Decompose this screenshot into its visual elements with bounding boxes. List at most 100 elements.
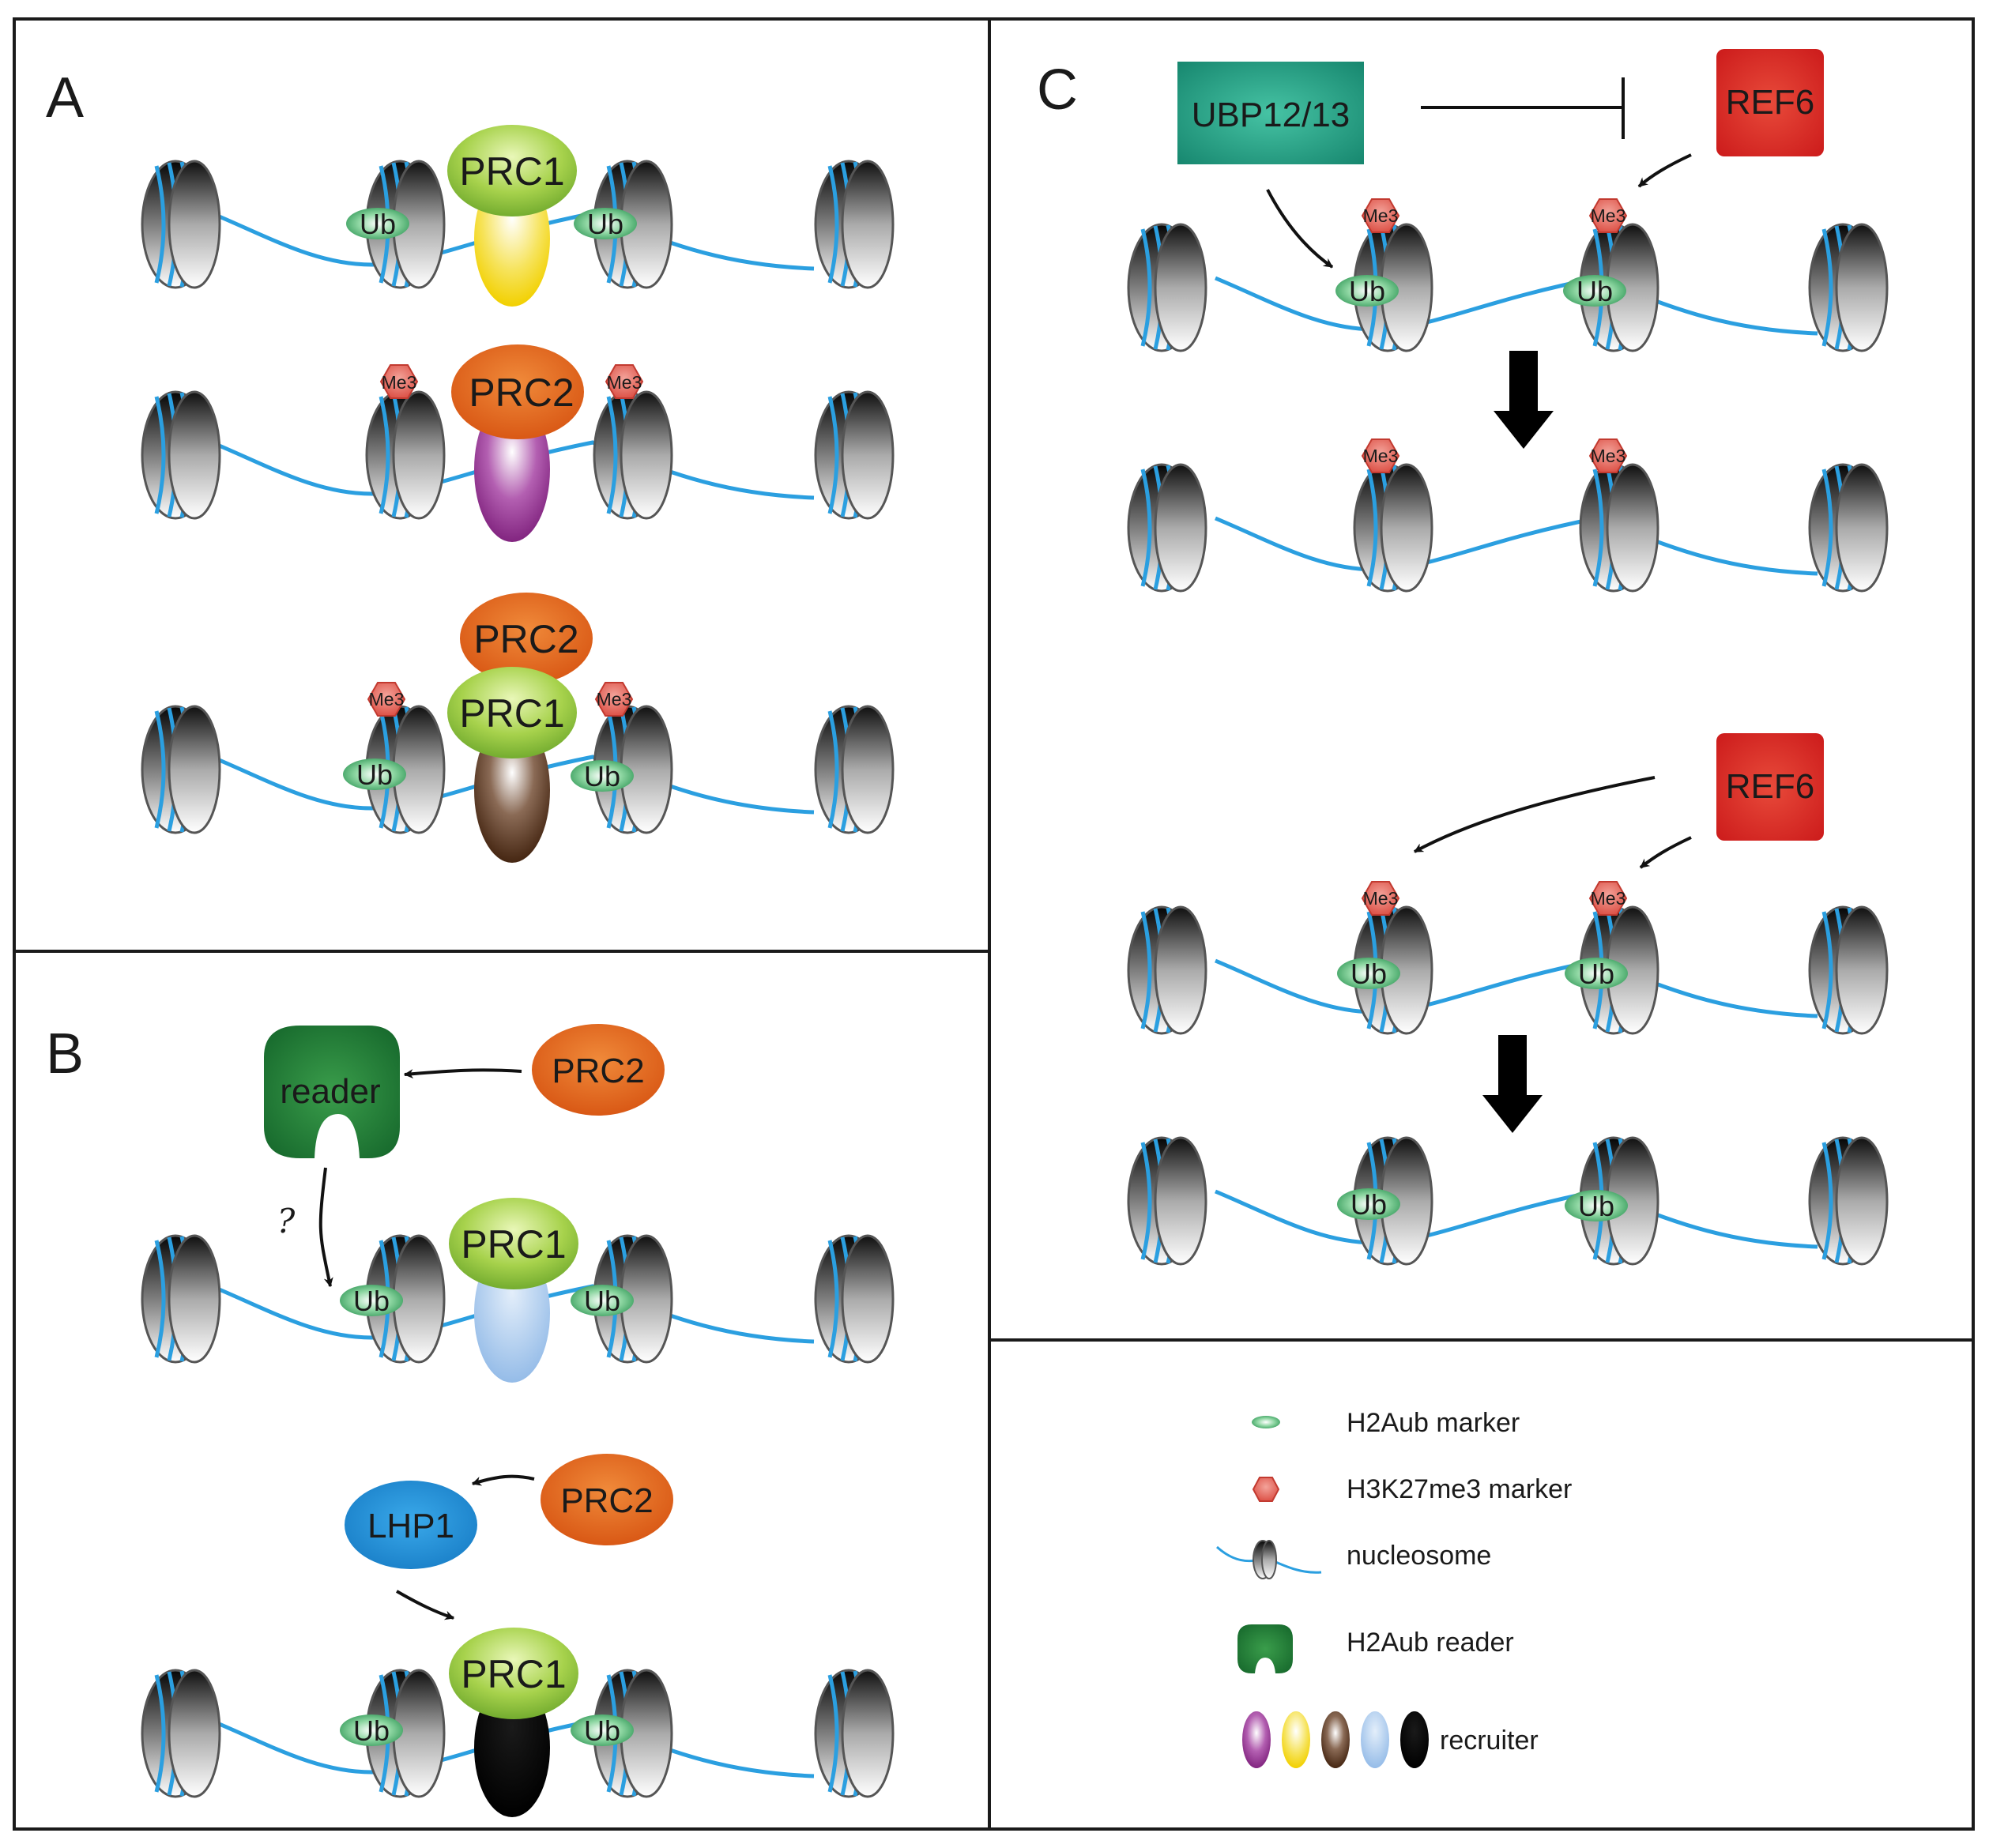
panel-c-middle: REF6	[1413, 733, 1824, 869]
panel-label-c: C	[1037, 58, 1078, 122]
panel-a-row3: PRC2 PRC1 Me3 Me3 Ub Ub	[142, 593, 893, 863]
arrow-ubp-to-ub	[1266, 189, 1334, 269]
panel-a-row1: PRC1 Ub Ub	[142, 125, 893, 307]
ub-label: Ub	[1577, 275, 1613, 307]
h3k27me3-marker-icon	[1252, 1477, 1280, 1502]
me3-marker	[1361, 438, 1400, 473]
prc1-label: PRC1	[459, 149, 564, 194]
ub-marker	[340, 1285, 403, 1316]
ub-label: Ub	[353, 1285, 390, 1317]
ub-marker	[1335, 275, 1399, 307]
prc1-label: PRC1	[461, 1222, 566, 1267]
lhp1-complex	[345, 1481, 477, 1569]
nucleosome	[1580, 465, 1658, 591]
down-arrow	[1494, 351, 1554, 449]
prc2-complex	[451, 344, 584, 439]
legend-recruiter: recruiter	[1242, 1711, 1539, 1768]
panel-c-top: UBP12/13 REF6	[1177, 49, 1824, 269]
panel-b-lhp1: LHP1 PRC2	[345, 1454, 673, 1620]
prc1-label: PRC1	[461, 1652, 566, 1696]
me3-marker	[1588, 438, 1628, 473]
nucleosome	[142, 392, 220, 518]
ref6-label: REF6	[1726, 767, 1814, 806]
ubp12-13-label: UBP12/13	[1192, 96, 1350, 134]
arrow-reader-to-ub	[318, 1167, 333, 1288]
me3-label: Me3	[607, 372, 642, 393]
prc2-complex	[541, 1454, 673, 1545]
nucleosome	[816, 1670, 893, 1797]
arrow-ref6-to-me3-right	[1639, 836, 1692, 869]
me3-marker	[1361, 881, 1400, 916]
nucleosome	[1128, 1138, 1206, 1264]
dna-strand	[1215, 958, 1818, 1018]
dna-strand	[1215, 1189, 1818, 1249]
me3-marker	[605, 364, 644, 399]
panel-b-row2: PRC1 Ub Ub	[142, 1628, 893, 1817]
prc1-complex	[449, 1628, 578, 1719]
question-mark: ?	[277, 1202, 296, 1240]
nucleosome-icon-face	[1261, 1540, 1277, 1579]
recruiter-lightblue-icon	[1361, 1711, 1389, 1768]
legend-label: recruiter	[1440, 1726, 1539, 1756]
panel-label-b: B	[46, 1022, 84, 1086]
panel-c-row4: Ub Ub	[1128, 1138, 1887, 1264]
me3-label: Me3	[1591, 446, 1626, 466]
nucleosome	[594, 392, 672, 518]
nucleosome	[142, 161, 220, 288]
prc2-label: PRC2	[560, 1481, 653, 1520]
me3-label: Me3	[382, 372, 417, 393]
ub-label: Ub	[584, 1285, 620, 1317]
ub-marker	[1337, 958, 1400, 989]
legend-h3k27me3-marker: H3K27me3 marker	[1252, 1474, 1572, 1504]
legend-frame	[988, 1338, 1975, 1831]
legend-h2aub-marker: H2Aub marker	[1252, 1408, 1520, 1438]
ubp12-13-box	[1177, 62, 1364, 164]
legend-label: H2Aub marker	[1347, 1408, 1520, 1438]
ub-label: Ub	[584, 760, 620, 792]
recruiter-yellow-icon	[1282, 1711, 1310, 1768]
legend-h2aub-reader: H2Aub reader	[1237, 1624, 1514, 1673]
legend-label: nucleosome	[1347, 1541, 1491, 1571]
h2aub-reader-icon	[1237, 1624, 1293, 1673]
me3-label: Me3	[1591, 205, 1626, 226]
ub-marker	[571, 1285, 634, 1316]
nucleosome	[142, 1236, 220, 1362]
panel-c-row2: Me3 Me3	[1128, 438, 1887, 591]
panel-b-row1: PRC1 Ub Ub	[142, 1198, 893, 1383]
panel-frames	[13, 17, 1975, 1831]
arrow-prc2-to-lhp1	[471, 1474, 535, 1486]
ub-marker	[340, 1714, 403, 1746]
prc2-label: PRC2	[469, 371, 574, 415]
arrow-ref6-to-me3-left	[1413, 776, 1656, 853]
nucleosome	[816, 706, 893, 833]
panel-c-row1: Me3 Me3 Ub Ub	[1128, 198, 1887, 351]
panel-label-a: A	[46, 66, 84, 130]
prc2-label: PRC2	[552, 1052, 644, 1090]
prc1-label: PRC1	[459, 691, 564, 736]
ref6-box	[1716, 49, 1824, 156]
me3-label: Me3	[1363, 888, 1399, 909]
ub-label: Ub	[1578, 958, 1614, 990]
me3-label: Me3	[1363, 446, 1399, 466]
me3-label: Me3	[597, 689, 632, 709]
ub-label: Ub	[1350, 958, 1387, 990]
me3-marker	[594, 682, 634, 717]
ub-label: Ub	[1350, 1188, 1387, 1221]
nucleosome	[142, 1670, 220, 1797]
ub-marker	[343, 758, 406, 790]
me3-marker	[1361, 198, 1400, 233]
recruiter-brown-icon	[1321, 1711, 1350, 1768]
legend-label: H3K27me3 marker	[1347, 1474, 1572, 1504]
prc1-complex	[447, 667, 577, 758]
me3-marker	[1588, 881, 1628, 916]
nucleosome	[1810, 907, 1887, 1033]
dna-strand	[1215, 276, 1818, 336]
reader-label: reader	[280, 1072, 380, 1111]
me3-marker	[1588, 198, 1628, 233]
nucleosome	[1810, 1138, 1887, 1264]
ub-marker	[1565, 958, 1628, 989]
legend: H2Aub marker H3K27me3 marker nucleosome …	[1215, 1408, 1572, 1768]
recruiter-purple-icon	[1242, 1711, 1271, 1768]
nucleosome	[816, 161, 893, 288]
panel-c-frame	[988, 17, 1975, 1342]
